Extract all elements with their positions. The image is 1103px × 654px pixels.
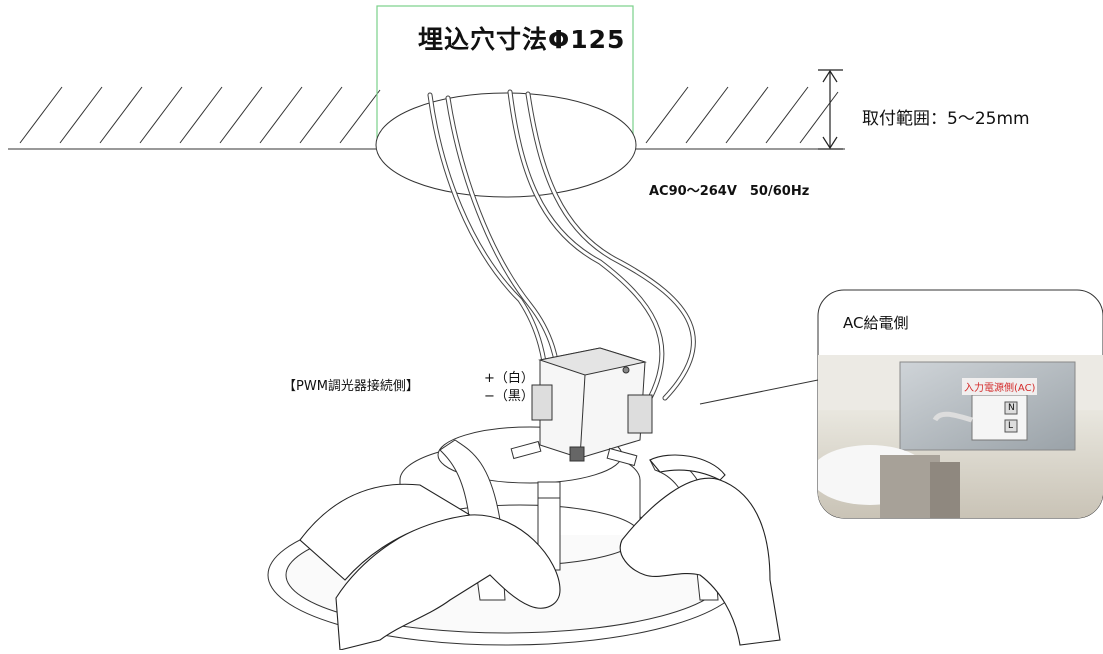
callout-pointer (699, 379, 819, 405)
photo-input-label: 入力電源側(AC) (962, 378, 1038, 395)
terminal-mark-l: L (1008, 421, 1014, 431)
polarity-plus-label: +（白） (484, 371, 534, 386)
terminal-box (531, 347, 653, 462)
callout-photo (818, 355, 1103, 518)
hole-size-label: 埋込穴寸法Φ125 (418, 25, 626, 54)
mounting-range-label: 取付範囲：5～25mm (862, 109, 1030, 129)
terminal-block-right (627, 394, 653, 434)
ceiling-surface (8, 86, 845, 150)
callout-title: AC給電側 (843, 314, 909, 332)
installer-hands (299, 454, 781, 651)
terminal-block-left (531, 384, 553, 421)
power-cables (427, 89, 696, 401)
polarity-minus-label: −（黒） (484, 389, 534, 404)
mounting-range-arrow (818, 69, 843, 150)
voltage-label: AC90～264V 50/60Hz (649, 184, 810, 199)
terminal-mark-n: N (1008, 403, 1015, 413)
ceiling-hole (375, 92, 637, 198)
pwm-dimmer-label: 【PWM調光器接続側】 (283, 379, 419, 394)
